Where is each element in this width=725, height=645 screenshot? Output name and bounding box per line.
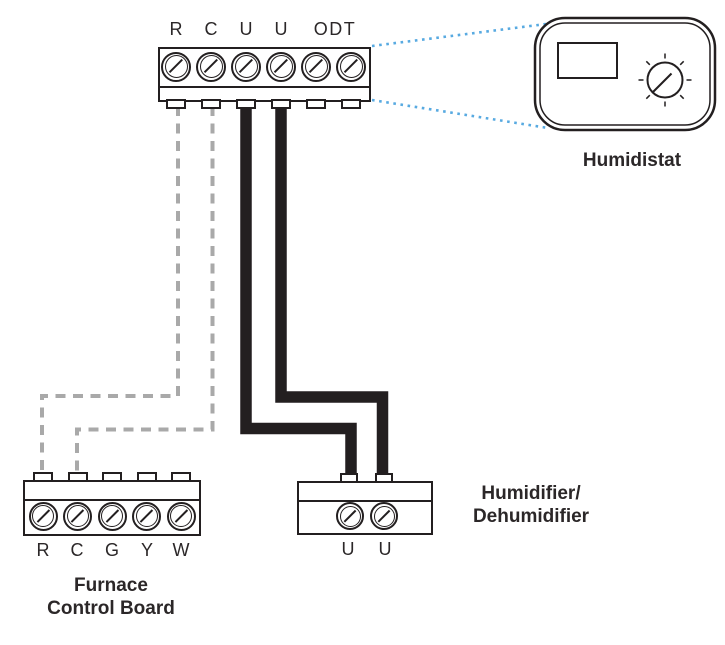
terminal-strip-divider [159, 86, 370, 88]
furnace-label-c: C [70, 540, 84, 560]
callout-line-bottom [371, 98, 549, 130]
humidifier-caption-line1: Humidifier/ [481, 483, 581, 504]
humidifier-screw-u2 [370, 502, 398, 530]
humidifier-caption: Humidifier/ Dehumidifier [473, 483, 589, 528]
furnace-screw-r [28, 501, 58, 531]
humidifier-screw-u1 [336, 502, 364, 530]
screw-terminal-odt2 [336, 51, 366, 82]
humidifier-divider [298, 500, 432, 502]
humidistat-inner-case [539, 22, 711, 126]
terminal-label-c: C [204, 19, 218, 39]
wire-tab-odt1 [306, 99, 326, 109]
terminal-label-u2: U [274, 19, 288, 39]
terminal-strip-body [158, 47, 371, 102]
furnace-label-y: Y [140, 540, 154, 560]
screw-terminal-u2 [266, 51, 296, 82]
terminal-label-u1: U [239, 19, 253, 39]
humidistat-outer-case [533, 16, 717, 132]
terminal-label-r: R [169, 19, 183, 39]
furnace-caption-line1: Furnace [74, 575, 148, 596]
furnace-screw-w [166, 501, 196, 531]
wire-r-dashed [40, 106, 180, 478]
humidistat-caption: Humidistat [582, 150, 682, 171]
wire-tab-u2 [271, 99, 291, 109]
wire-c-dashed [75, 106, 215, 478]
humidifier-body [297, 481, 433, 535]
humidistat-display [557, 42, 618, 79]
furnace-label-r: R [36, 540, 50, 560]
dial-ticks [638, 53, 692, 107]
wire-u-right [275, 103, 389, 480]
humidistat-dial [638, 53, 692, 107]
furnace-screw-c [63, 501, 92, 531]
furnace-screw-y [132, 501, 161, 531]
wire-tab-u1 [236, 99, 256, 109]
furnace-board-divider [24, 499, 200, 501]
terminal-label-odt: ODT [313, 19, 357, 39]
humidifier-label-u1: U [341, 539, 355, 559]
screw-terminal-odt1 [301, 51, 331, 82]
furnace-caption-line2: Control Board [47, 597, 175, 619]
wire-u-left [240, 103, 357, 480]
wire-tab-c [201, 99, 221, 109]
callout-line-top [371, 22, 547, 48]
humidistat-device [533, 16, 717, 132]
furnace-label-w: W [172, 540, 190, 560]
furnace-caption: Furnace Control Board [47, 575, 175, 620]
furnace-screw-g [97, 501, 127, 531]
humidifier-caption-line2: Dehumidifier [472, 505, 590, 527]
screw-terminal-c [196, 51, 226, 82]
wire-tab-r [166, 99, 186, 109]
humidifier-label-u2: U [378, 539, 392, 559]
furnace-label-g: G [104, 540, 120, 560]
screw-terminal-r [161, 51, 191, 82]
wire-tab-odt2 [341, 99, 361, 109]
dial-pointer [651, 72, 673, 94]
screw-terminal-u1 [231, 51, 261, 82]
